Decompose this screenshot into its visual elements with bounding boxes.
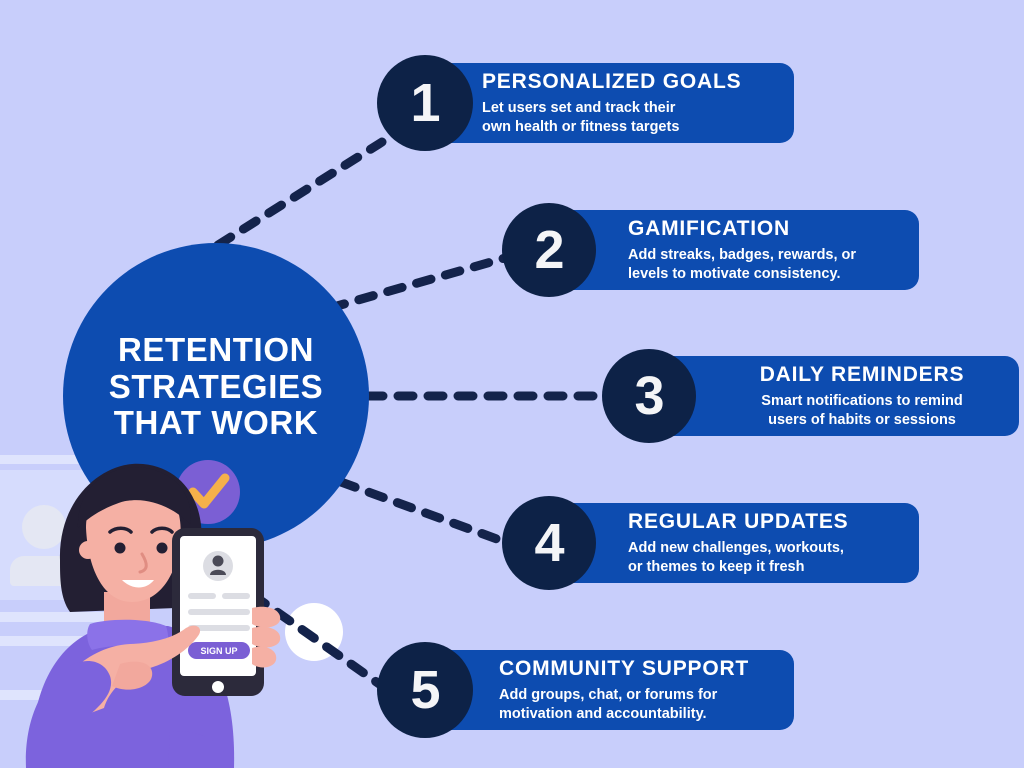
person-hand-fist (112, 661, 153, 690)
screen-field-1 (188, 593, 216, 599)
connector-4 (336, 477, 510, 547)
step-3-desc: Smart notifications to remind users of h… (761, 393, 963, 428)
step-5-card[interactable] (425, 650, 794, 730)
person-sleeve (25, 660, 112, 768)
step-5-title: COMMUNITY SUPPORT (499, 657, 750, 681)
step-3-text-group: DAILY REMINDERS Smart notifications to r… (712, 349, 1012, 443)
user-avatar-icon-head (212, 555, 224, 567)
person-eye-left (114, 542, 126, 554)
step-1-number: 1 (410, 73, 440, 133)
step-2-badge[interactable]: 2 (502, 203, 596, 297)
hub-title: RETENTION STRATEGIES THAT WORK (108, 330, 324, 442)
person-with-phone-illustration: SIGN UP (25, 460, 281, 768)
step-1-text-group: PERSONALIZED GOALS Let users set and tra… (482, 55, 781, 151)
screen-field-3 (188, 609, 250, 615)
step-1-title: PERSONALIZED GOALS (482, 70, 742, 94)
person-ear (79, 541, 97, 559)
step-1-badge[interactable]: 1 (377, 55, 473, 151)
step-2-text-group: GAMIFICATION Add streaks, badges, reward… (628, 203, 912, 297)
step-5-badge[interactable]: 5 (377, 642, 473, 738)
step-5-number: 5 (410, 660, 440, 720)
step-4-title: REGULAR UPDATES (628, 510, 849, 534)
step-1-desc: Let users set and track their own health… (482, 100, 680, 135)
connector-2 (325, 253, 510, 313)
step-3-badge[interactable]: 3 (602, 349, 696, 443)
step-3-number: 3 (634, 366, 664, 426)
phone-home-button (212, 681, 224, 693)
person-lower (168, 731, 230, 768)
step-3[interactable]: DAILY REMINDERS Smart notifications to r… (602, 349, 1022, 443)
step-4-text-group: REGULAR UPDATES Add new challenges, work… (628, 496, 912, 590)
screen-field-2 (222, 593, 250, 599)
step-1[interactable]: PERSONALIZED GOALS Let users set and tra… (377, 55, 797, 151)
step-2[interactable]: GAMIFICATION Add streaks, badges, reward… (502, 203, 922, 297)
step-4-card[interactable] (550, 503, 919, 583)
step-2-desc: Add streaks, badges, rewards, or levels … (628, 247, 857, 282)
step-3-title: DAILY REMINDERS (759, 363, 965, 387)
step-4-badge[interactable]: 4 (502, 496, 596, 590)
step-1-card[interactable] (425, 63, 794, 143)
person-finger-1 (252, 606, 281, 628)
screen-signup-label[interactable]: SIGN UP (200, 646, 237, 656)
step-3-card[interactable] (650, 356, 1019, 436)
screen-field-4 (188, 625, 250, 631)
step-4-desc: Add new challenges, workouts, or themes … (628, 540, 844, 575)
screen-signup-button (188, 642, 250, 659)
step-4[interactable]: REGULAR UPDATES Add new challenges, work… (502, 496, 922, 590)
step-5-desc: Add groups, chat, or forums for motivati… (499, 687, 718, 722)
user-avatar-icon-body (210, 569, 226, 575)
step-5[interactable]: COMMUNITY SUPPORT Add groups, chat, or f… (377, 642, 797, 738)
check-icon (188, 473, 230, 509)
phone-screen (180, 536, 256, 676)
step-4-number: 4 (534, 513, 564, 573)
person-finger-3 (252, 646, 277, 668)
step-2-title: GAMIFICATION (628, 217, 791, 241)
person-eye-right (156, 542, 168, 554)
connector-1 (213, 137, 387, 250)
step-2-number: 2 (534, 220, 564, 280)
person-finger-2 (252, 626, 281, 648)
step-5-text-group: COMMUNITY SUPPORT Add groups, chat, or f… (499, 642, 787, 738)
step-2-card[interactable] (550, 210, 919, 290)
